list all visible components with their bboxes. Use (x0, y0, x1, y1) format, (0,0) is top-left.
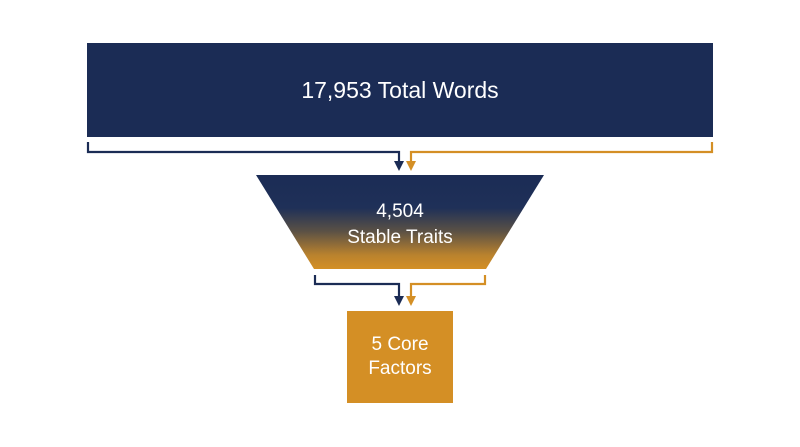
top-box-label: 17,953 Total Words (87, 43, 713, 137)
middle-box-label: 4,504 Stable Traits (290, 197, 510, 253)
bottom-box-line1: 5 Core (371, 334, 429, 355)
bottom-box-label: 5 Core Factors (347, 311, 453, 403)
connector-top-left-navy (86, 142, 404, 171)
middle-box-count: 4,504 (376, 201, 424, 222)
connector-mid-left-navy (313, 275, 404, 306)
top-box (87, 43, 713, 137)
top-box-text: 17,953 Total Words (301, 76, 499, 103)
bottom-box-line2: Factors (368, 358, 432, 379)
connector-top-right-gold (406, 142, 714, 171)
connector-mid-right-gold (406, 275, 487, 306)
bottom-box (347, 311, 453, 403)
middle-funnel (256, 175, 544, 269)
middle-box-caption: Stable Traits (347, 227, 453, 248)
